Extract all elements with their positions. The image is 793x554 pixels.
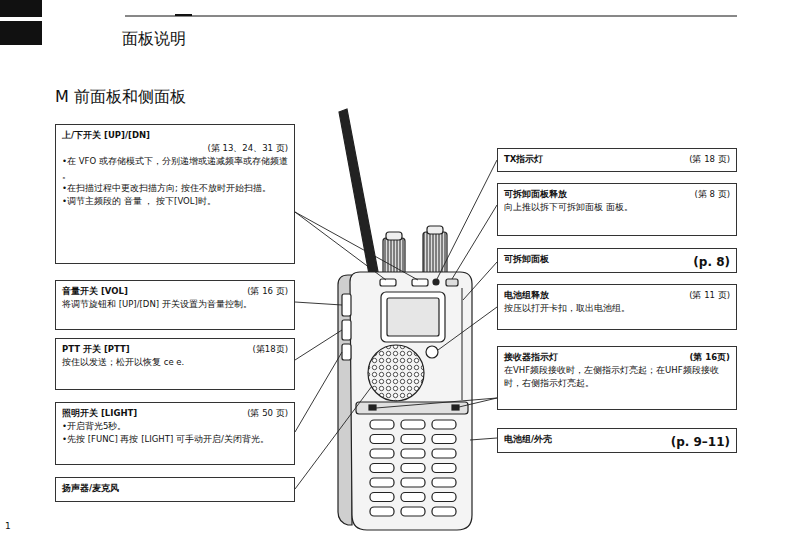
key (432, 435, 456, 444)
key (370, 435, 394, 444)
key (401, 478, 425, 487)
header-rule (125, 16, 737, 17)
header-block (0, 21, 42, 45)
key (432, 449, 456, 458)
top-button (380, 279, 396, 286)
callout-box: 扬声器/麦克风 (55, 477, 295, 502)
tx-lamp (433, 279, 439, 285)
page-ref: (第 13、24、31 页) (62, 142, 288, 155)
callout-box: TX指示灯(第 18 页) (497, 148, 737, 172)
keypad (370, 420, 456, 516)
callout-box: 电池组/外壳(p. 9–11) (497, 428, 737, 453)
rx-lamp (369, 405, 376, 410)
key (432, 478, 456, 487)
callout-box: 可拆卸面板(p. 8) (497, 248, 737, 273)
page-ref: (p. 9–11) (671, 433, 730, 452)
callout-text: 向上推以拆下可拆卸面板 面板。 (504, 201, 730, 214)
callout-text: •先按 [FUNC] 再按 [LIGHT] 可手动开启/关闭背光。 (62, 433, 288, 446)
key (401, 464, 425, 473)
radio (338, 109, 472, 530)
side-button (342, 294, 351, 316)
page-ref: (第 50 页) (247, 407, 288, 420)
front-band (356, 402, 468, 414)
callout-text: 将调节旋钮和 [UP]/[DN] 开关设置为音量控制。 (62, 298, 288, 311)
page-ref: (第 16 页) (247, 285, 288, 298)
knob (386, 232, 402, 240)
key (401, 420, 425, 429)
callout-text: •调节主频段的 音量 ， 按下[VOL]时。 (62, 195, 288, 208)
top-button (412, 279, 428, 286)
key (370, 478, 394, 487)
page-ref: (第 8 页) (695, 188, 730, 201)
callout-heading: 上/下开关 [UP]/[DN] (62, 129, 288, 142)
key (432, 507, 456, 516)
leader-lines (295, 160, 497, 489)
key (401, 507, 425, 516)
key (401, 435, 425, 444)
key (370, 493, 394, 502)
display-glass (387, 298, 439, 336)
key (432, 420, 456, 429)
key (401, 493, 425, 502)
callout-text: 按压以打开卡扣，取出电池组。 (504, 302, 730, 315)
antenna (339, 109, 380, 285)
page-label: 1 (5, 521, 11, 531)
side-button (342, 344, 351, 360)
speaker-grill (368, 345, 424, 401)
callout-text: •在扫描过程中更改扫描方向; 按住不放时开始扫描。 (62, 182, 288, 195)
callout-box: 电池组释放(第 11 页)按压以打开卡扣，取出电池组。 (497, 284, 737, 330)
key (370, 420, 394, 429)
knob (427, 226, 443, 234)
key (401, 449, 425, 458)
callout-text: 在VHF频段接收时，左侧指示灯亮起；在UHF频段接收时，右侧指示灯亮起。 (504, 364, 730, 390)
page-ref: (p. 8) (693, 253, 730, 272)
header-rule (175, 14, 192, 16)
page-ref: (第 11 页) (689, 289, 730, 302)
callout-box: PTT 开关 [PTT](第18页)按住以发送；松开以恢复 ce e. (55, 338, 295, 390)
key (432, 493, 456, 502)
callout-text: 按住以发送；松开以恢复 ce e. (62, 356, 288, 369)
panel-edge (462, 288, 463, 400)
radio-body (350, 272, 472, 530)
rx-lamp (452, 405, 459, 410)
callout-box: 音量开关 [VOL](第 16 页)将调节旋钮和 [UP]/[DN] 开关设置为… (55, 280, 295, 330)
callout-box: 上/下开关 [UP]/[DN](第 13、24、31 页)•在 VFO 或存储模… (55, 124, 295, 264)
callout-box: 可拆卸面板释放(第 8 页)向上推以拆下可拆卸面板 面板。 (497, 183, 737, 236)
callout-box: 照明开关 [LIGHT](第 50 页)•开启背光5秒。•先按 [FUNC] 再… (55, 402, 295, 465)
knob (423, 232, 447, 276)
page-ref: (第18页) (253, 343, 288, 356)
page-ref: (第 16页) (689, 351, 730, 364)
callout-text: •在 VFO 或存储模式下，分别递增或递减频率或存储频道 。 (62, 155, 288, 181)
callout-heading: 扬声器/麦克风 (62, 482, 288, 495)
key (432, 464, 456, 473)
panel-release (446, 279, 458, 286)
display (381, 292, 445, 342)
callout-text: •开启背光5秒。 (62, 420, 288, 433)
key (370, 449, 394, 458)
key (370, 507, 394, 516)
page-title: 面板说明 (122, 29, 186, 50)
release-button (426, 346, 438, 358)
page-label: M 前面板和侧面板 (55, 87, 186, 108)
header-block (0, 0, 42, 17)
callout-box: 接收器指示灯(第 16页)在VHF频段接收时，左侧指示灯亮起；在UHF频段接收时… (497, 346, 737, 410)
key (370, 464, 394, 473)
knob (383, 238, 405, 276)
page-ref: (第 18 页) (689, 153, 730, 166)
radio-side (338, 275, 352, 525)
side-button (342, 320, 351, 340)
